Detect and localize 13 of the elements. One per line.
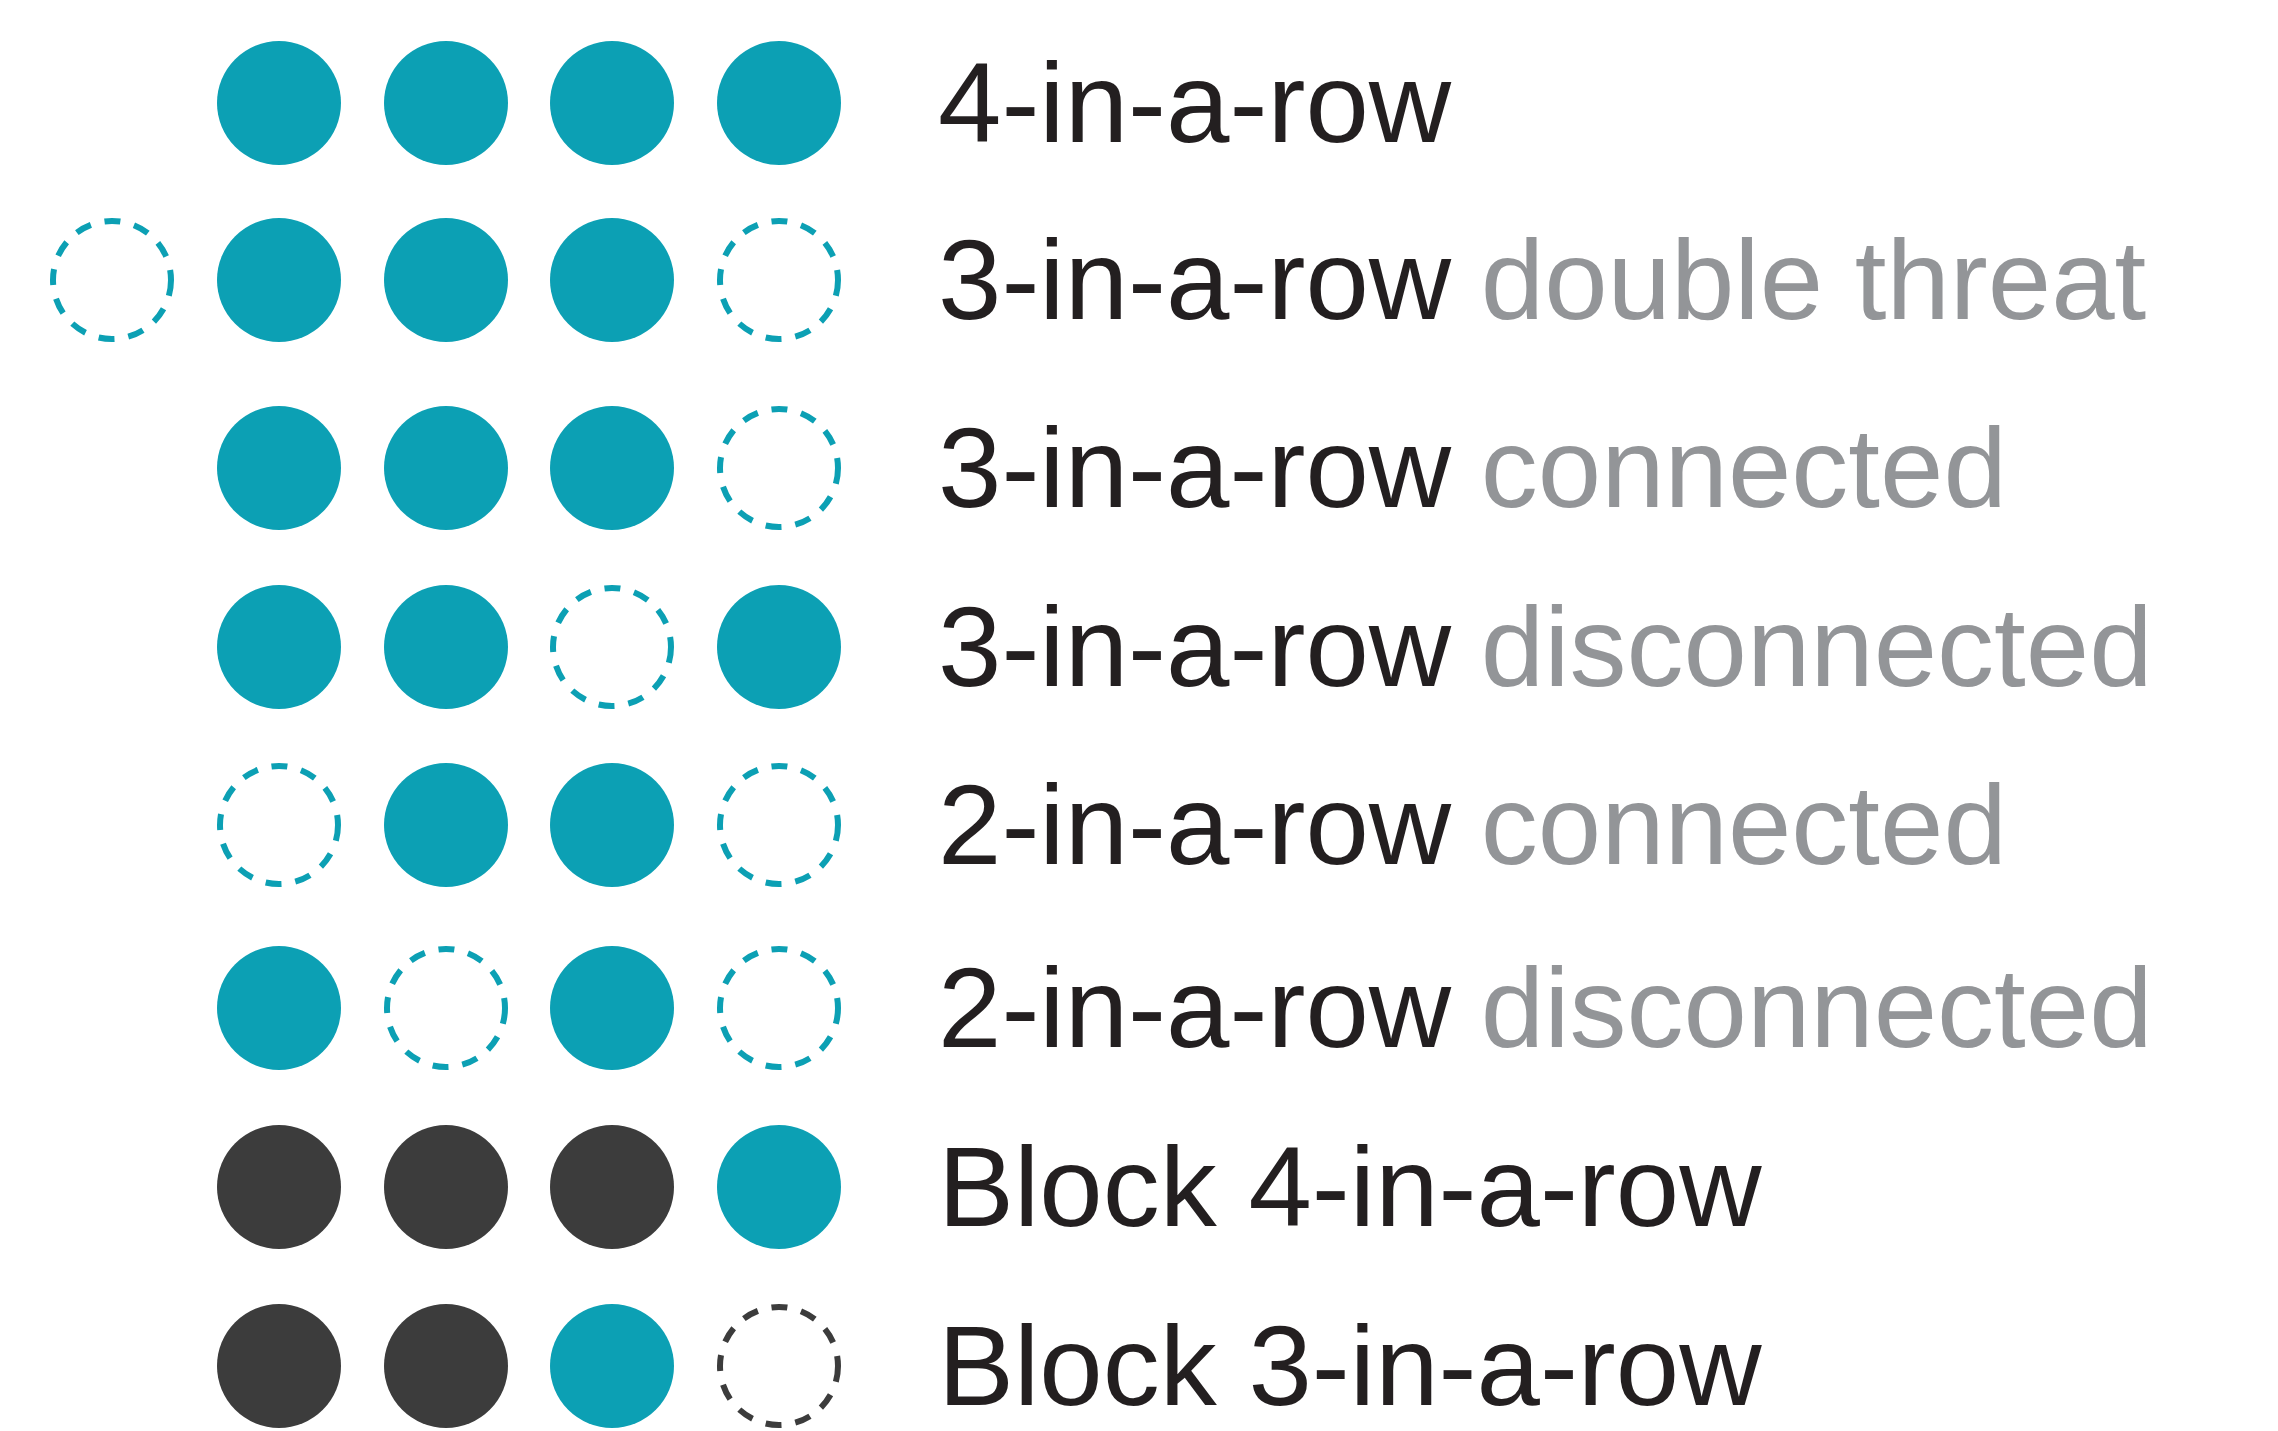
pattern-label: 3-in-a-row bbox=[938, 411, 1452, 525]
pattern-qualifier: connected bbox=[1480, 411, 2007, 525]
pattern-label: Block 4-in-a-row bbox=[938, 1130, 1762, 1244]
pattern-label: 3-in-a-row bbox=[938, 590, 1452, 704]
pattern-qualifier: disconnected bbox=[1480, 590, 2153, 704]
pattern-qualifier: double threat bbox=[1480, 223, 2147, 337]
pattern-qualifier: connected bbox=[1480, 768, 2007, 882]
pattern-label: 4-in-a-row bbox=[938, 46, 1452, 160]
pattern-label: 2-in-a-row bbox=[938, 951, 1452, 1065]
pattern-label: 2-in-a-row bbox=[938, 768, 1452, 882]
pattern-label: Block 3-in-a-row bbox=[938, 1309, 1762, 1423]
pattern-qualifier: disconnected bbox=[1480, 951, 2153, 1065]
pattern-label: 3-in-a-row bbox=[938, 223, 1452, 337]
